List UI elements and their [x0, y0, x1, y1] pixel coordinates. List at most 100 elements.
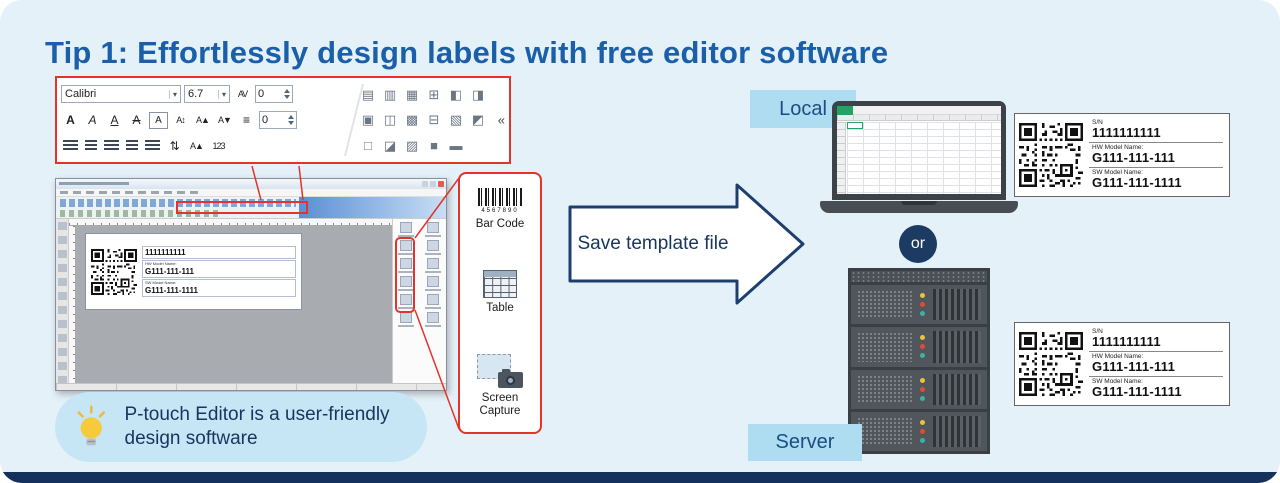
arrange-toolbar: ▤ ▥ ▦ ⊞ ◧ ◨ ▣ ◫ ▩ ⊟: [349, 78, 509, 162]
editor-left-sidebar[interactable]: [56, 219, 69, 383]
line-spacing-input[interactable]: 0: [259, 111, 297, 129]
led-red: [920, 344, 926, 350]
arrange-icon[interactable]: ◫: [383, 112, 397, 128]
arrange-icon[interactable]: ⊞: [428, 87, 440, 103]
spreadsheet-selected-cell: [847, 122, 863, 129]
editor-object-sidebar: [392, 219, 446, 383]
serial-caption: S/N: [1092, 118, 1103, 126]
spinner-arrows[interactable]: [288, 115, 294, 125]
align-center-icon[interactable]: [85, 140, 97, 152]
letter-spacing-icon[interactable]: AV: [237, 89, 248, 99]
screen-capture-tool[interactable]: Screen Capture: [464, 353, 536, 418]
align-left-icon[interactable]: [63, 140, 78, 152]
label-design-sheet[interactable]: 1111111111 HW Model Name: G111-111-111 S…: [86, 234, 301, 309]
arrange-icon[interactable]: ◪: [383, 137, 397, 153]
serial-value: 1111111111: [145, 247, 186, 257]
maximize-icon[interactable]: [430, 181, 436, 187]
note-box: P-touch Editor is a user-friendly design…: [55, 392, 427, 462]
label-text-rows: S/N 1111111111 HW Model Name: G111-111-1…: [1089, 327, 1223, 401]
led-red: [920, 302, 926, 308]
strikethrough-icon[interactable]: A: [132, 113, 141, 127]
object-tool[interactable]: [423, 222, 443, 237]
led-yellow: [920, 335, 926, 341]
object-tool[interactable]: [423, 276, 443, 291]
object-tool[interactable]: [423, 294, 443, 309]
editor-blue-panel: [299, 197, 446, 218]
object-tool[interactable]: [396, 312, 416, 327]
arrange-icon[interactable]: ◩: [471, 112, 485, 128]
spreadsheet-grid: [847, 122, 1001, 194]
object-tool[interactable]: [396, 240, 416, 255]
editor-toolbar-callout: Calibri ▾ 6.7 ▾ AV 0 A A A A A A↕: [55, 76, 511, 164]
object-tool[interactable]: [423, 258, 443, 273]
barcode-tool[interactable]: 4567890 Bar Code: [476, 188, 524, 231]
object-tool[interactable]: [423, 312, 443, 327]
numbering-icon[interactable]: 123: [212, 141, 225, 151]
hw-model-field[interactable]: HW Model Name: G111-111-111: [142, 260, 296, 279]
editor-canvas[interactable]: 1111111111 HW Model Name: G111-111-111 S…: [69, 219, 392, 383]
arrange-icon[interactable]: □: [364, 137, 372, 153]
chevron-down-icon[interactable]: ▾: [217, 89, 226, 99]
editor-menu-bar[interactable]: [56, 189, 446, 197]
object-tool[interactable]: [423, 240, 443, 255]
spreadsheet-row-headers: [837, 122, 846, 194]
arrange-icon[interactable]: ▥: [383, 87, 397, 103]
justify-icon[interactable]: [126, 140, 138, 152]
chevron-down-icon[interactable]: ▾: [168, 89, 177, 99]
close-icon[interactable]: [438, 181, 444, 187]
arrange-icon[interactable]: ▬: [449, 137, 463, 153]
object-tool[interactable]: [396, 222, 416, 237]
decrease-font-icon[interactable]: A▼: [218, 115, 232, 125]
toolbar-highlight-box: [176, 201, 308, 214]
text-frame-icon[interactable]: A: [149, 111, 168, 129]
arrange-icon[interactable]: ▧: [449, 112, 463, 128]
vertical-align-icon[interactable]: A▲: [190, 141, 204, 151]
object-tool[interactable]: [396, 294, 416, 309]
sort-direction-icon[interactable]: ⇅: [169, 139, 180, 153]
arrange-icon[interactable]: ⊟: [428, 112, 440, 128]
arrange-icon[interactable]: ■: [430, 137, 438, 153]
collapse-icon[interactable]: «: [497, 112, 505, 128]
window-title-placeholder: [59, 182, 129, 185]
laptop: [820, 101, 1018, 213]
camera-lens-icon: [506, 375, 515, 385]
screen-capture-icon: [477, 353, 523, 388]
server-top-panel: [851, 271, 987, 282]
arrange-icon[interactable]: ▩: [405, 112, 419, 128]
label-text-rows: S/N 1111111111 HW Model Name: G111-111-1…: [1089, 118, 1223, 192]
sw-model-field[interactable]: SW Model Name: G111-111-1111: [142, 279, 296, 298]
arrange-icon[interactable]: ▣: [361, 112, 375, 128]
minimize-icon[interactable]: [422, 181, 428, 187]
arrange-icon[interactable]: ▤: [361, 87, 375, 103]
serial-field[interactable]: 1111111111: [142, 245, 296, 260]
letter-spacing-input[interactable]: 0: [255, 85, 293, 103]
increase-font-icon[interactable]: A▲: [196, 115, 210, 125]
italic-icon[interactable]: A: [88, 113, 97, 127]
editor-toolbar[interactable]: [56, 197, 446, 219]
server-vent-dots: [857, 332, 913, 362]
object-tool[interactable]: [396, 276, 416, 291]
spinner-arrows[interactable]: [284, 89, 290, 99]
align-right-icon[interactable]: [104, 140, 119, 152]
arrange-icon[interactable]: ◨: [471, 87, 485, 103]
line-spacing-icon[interactable]: ≡: [242, 113, 250, 127]
font-size-select[interactable]: 6.7 ▾: [184, 85, 230, 103]
object-tool[interactable]: [396, 258, 416, 273]
vertical-text-icon[interactable]: A↕: [176, 115, 186, 125]
underline-icon[interactable]: A: [110, 113, 119, 127]
arrange-icon[interactable]: ◧: [449, 87, 463, 103]
toolbar-icons-row: [60, 210, 220, 217]
hw-value: G111-111-111: [1092, 359, 1176, 375]
arrange-icon[interactable]: ▦: [405, 87, 419, 103]
hw-model-row: HW Model Name: G111-111-111: [1089, 142, 1223, 167]
spreadsheet-toolbar: [837, 106, 1001, 115]
distribute-text-icon[interactable]: [145, 140, 160, 152]
bold-icon[interactable]: A: [66, 113, 75, 127]
serial-value: 1111111111: [1092, 125, 1161, 141]
table-tool[interactable]: Table: [483, 269, 517, 315]
hw-value: G111-111-111: [1092, 150, 1176, 166]
font-family-select[interactable]: Calibri ▾: [61, 85, 181, 103]
arrange-icon[interactable]: ▨: [405, 137, 419, 153]
server-vent-slats: [932, 373, 981, 405]
